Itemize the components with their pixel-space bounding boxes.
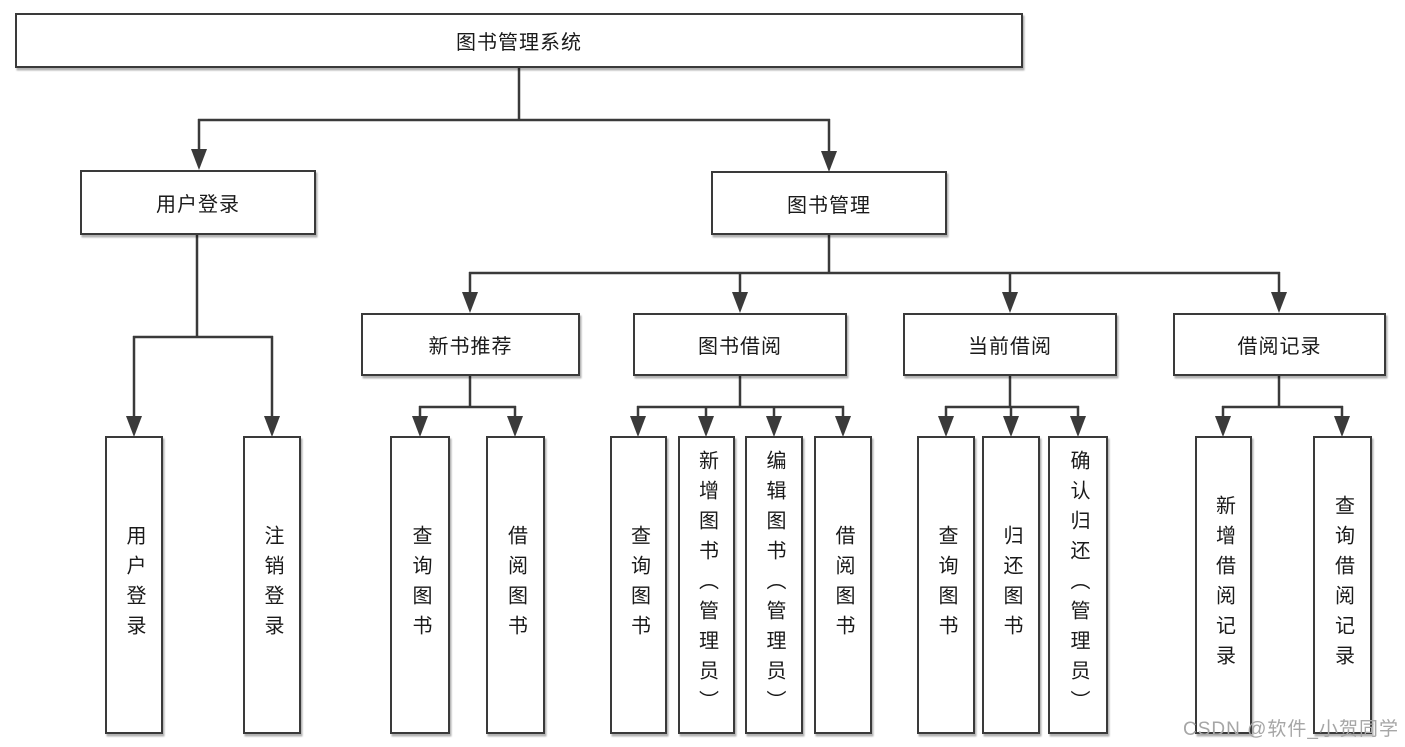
- leaf-logout-label: 注销登录: [261, 525, 283, 645]
- leaf-current-query-label: 查询图书: [935, 525, 957, 645]
- leaf-records-add-label: 新增借阅记录: [1212, 495, 1235, 675]
- node-user-login-label: 用户登录: [156, 194, 240, 216]
- node-user-login: 用户登录: [80, 170, 316, 235]
- leaf-current-return: 归还图书: [982, 436, 1040, 734]
- node-book-borrow-label: 图书借阅: [698, 336, 782, 358]
- node-borrow-records-label: 借阅记录: [1237, 336, 1322, 358]
- node-current-borrow-label: 当前借阅: [968, 336, 1052, 358]
- leaf-borrow-borrow: 借阅图书: [814, 436, 872, 734]
- leaf-user-login-label: 用户登录: [123, 525, 145, 645]
- csdn-watermark: CSDN @软件_小贺同学: [1183, 719, 1399, 740]
- leaf-newbooks-borrow: 借阅图书: [486, 436, 545, 734]
- node-current-borrow: 当前借阅: [903, 313, 1117, 376]
- leaf-current-query: 查询图书: [917, 436, 975, 734]
- leaf-current-return-label: 归还图书: [1000, 525, 1022, 645]
- leaf-logout: 注销登录: [243, 436, 301, 734]
- node-book-borrow: 图书借阅: [633, 313, 847, 376]
- leaf-borrow-query-label: 查询图书: [627, 525, 650, 645]
- leaf-newbooks-borrow-label: 借阅图书: [504, 525, 527, 645]
- leaf-records-query: 查询借阅记录: [1313, 436, 1372, 734]
- node-new-books: 新书推荐: [361, 313, 580, 376]
- leaf-borrow-edit: 编辑图书（管理员）: [745, 436, 803, 734]
- leaf-borrow-add: 新增图书（管理员）: [678, 436, 735, 734]
- leaf-current-confirm: 确认归还（管理员）: [1048, 436, 1108, 734]
- leaf-user-login: 用户登录: [105, 436, 163, 734]
- leaf-borrow-query: 查询图书: [610, 436, 667, 734]
- leaf-newbooks-query-label: 查询图书: [409, 525, 431, 645]
- leaf-newbooks-query: 查询图书: [390, 436, 450, 734]
- leaf-records-add: 新增借阅记录: [1195, 436, 1252, 734]
- node-book-mgmt-label: 图书管理: [787, 194, 871, 217]
- leaf-borrow-borrow-label: 借阅图书: [832, 525, 854, 645]
- node-root-label: 图书管理系统: [456, 32, 582, 54]
- leaf-borrow-edit-label: 编辑图书（管理员）: [763, 450, 785, 720]
- node-new-books-label: 新书推荐: [428, 336, 513, 358]
- node-book-mgmt: 图书管理: [711, 171, 947, 235]
- leaf-records-query-label: 查询借阅记录: [1331, 495, 1354, 675]
- node-borrow-records: 借阅记录: [1173, 313, 1386, 376]
- leaf-borrow-add-label: 新增图书（管理员）: [695, 450, 718, 720]
- leaf-current-confirm-label: 确认归还（管理员）: [1067, 450, 1089, 720]
- node-root: 图书管理系统: [15, 13, 1023, 68]
